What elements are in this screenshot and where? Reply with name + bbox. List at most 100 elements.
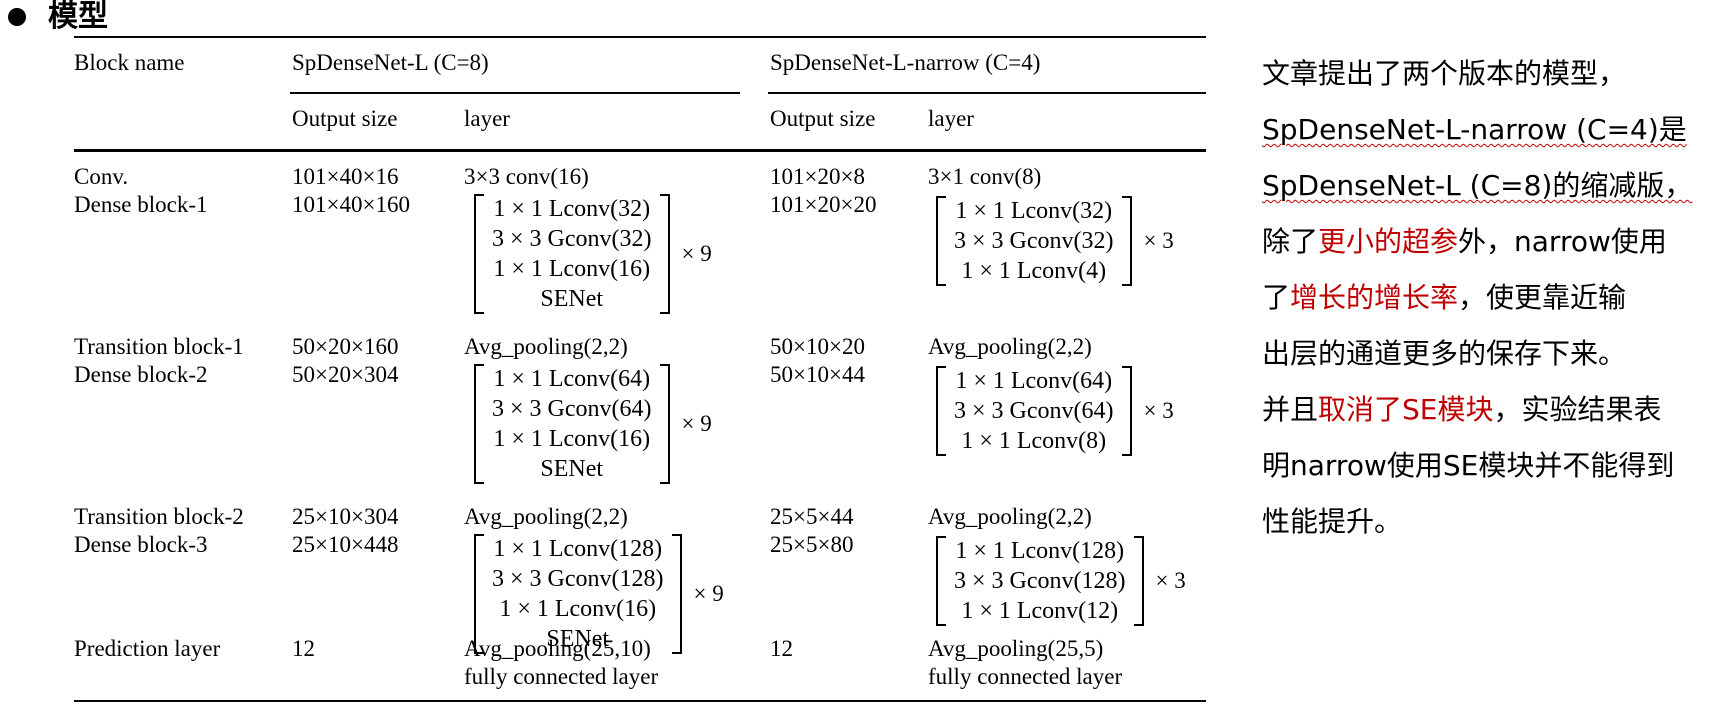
row-dense1-wide-size: 101×40×160 xyxy=(292,192,410,217)
dense3-wide-matrix: 1 × 1 Lconv(128) 3 × 3 Gconv(128) 1 × 1 … xyxy=(474,534,724,654)
row-pred-narrow-layer-2: fully connected layer xyxy=(928,664,1123,689)
description-line: SpDenseNet-L (C=8)的缩减版， xyxy=(1262,158,1712,214)
right-bracket xyxy=(671,534,682,654)
header-output-size-narrow: Output size xyxy=(770,106,876,131)
top-rule xyxy=(74,36,1206,38)
matrix-line: 1 × 1 Lconv(32) xyxy=(955,198,1113,224)
description-text: 文章提出了两个版本的模型， SpDenseNet-L-narrow (C=4)是… xyxy=(1262,46,1712,550)
left-bracket xyxy=(936,536,946,626)
matrix-line: 3 × 3 Gconv(64) xyxy=(954,398,1114,424)
left-bracket xyxy=(474,364,484,484)
row-trans2-wide-size: 25×10×304 xyxy=(292,504,399,529)
group-rule-wide xyxy=(290,92,740,94)
matrix-line: SENet xyxy=(546,626,610,652)
row-trans1-narrow-layer: Avg_pooling(2,2) xyxy=(928,334,1092,359)
row-conv-name: Conv. xyxy=(74,164,129,189)
row-pred-narrow-size: 12 xyxy=(770,636,793,661)
matrix-line: 1 × 1 Lconv(16) xyxy=(499,596,657,622)
matrix-line: 1 × 1 Lconv(12) xyxy=(961,598,1119,624)
row-dense2-wide-size: 50×20×304 xyxy=(292,362,399,387)
right-bracket xyxy=(1121,196,1132,286)
repeat-multiplier: × 9 xyxy=(693,581,724,606)
repeat-multiplier: × 3 xyxy=(1155,568,1186,593)
row-conv-narrow-layer: 3×1 conv(8) xyxy=(928,164,1042,189)
matrix-line: 1 × 1 Lconv(128) xyxy=(955,538,1125,564)
row-pred-narrow-layer-1: Avg_pooling(25,5) xyxy=(928,636,1104,661)
description-line: 出层的通道更多的保存下来。 xyxy=(1262,337,1627,370)
row-pred-wide-layer-1: Avg_pooling(25,10) xyxy=(464,636,651,661)
matrix-line: SENet xyxy=(540,456,604,482)
row-dense2-narrow-size: 50×10×44 xyxy=(770,362,865,387)
description-line: 明narrow使用SE模块并不能得到 xyxy=(1262,449,1675,482)
row-dense3-name: Dense block-3 xyxy=(74,532,208,557)
row-dense2-name: Dense block-2 xyxy=(74,362,208,387)
header-group-wide: SpDenseNet-L (C=8) xyxy=(292,50,489,75)
spellcheck-underline: SpDenseNet-L (C=8)的缩减版， xyxy=(1262,169,1693,202)
matrix-line: 1 × 1 Lconv(8) xyxy=(961,428,1107,454)
matrix-line: 1 × 1 Lconv(16) xyxy=(493,426,651,452)
right-bracket xyxy=(1133,536,1144,626)
description-line: 文章提出了两个版本的模型， xyxy=(1262,57,1627,90)
header-block-name: Block name xyxy=(74,50,185,75)
matrix-line: 1 × 1 Lconv(128) xyxy=(493,536,663,562)
header-rule xyxy=(74,149,1206,152)
row-dense3-narrow-size: 25×5×80 xyxy=(770,532,854,557)
row-dense3-wide-size: 25×10×448 xyxy=(292,532,399,557)
repeat-multiplier: × 9 xyxy=(681,241,712,266)
left-bracket xyxy=(936,196,946,286)
row-trans2-name: Transition block-2 xyxy=(74,504,244,529)
header-layer-narrow: layer xyxy=(928,106,974,131)
row-trans2-narrow-size: 25×5×44 xyxy=(770,504,854,529)
heading-text: 模型 xyxy=(48,0,108,34)
repeat-multiplier: × 9 xyxy=(681,411,712,436)
row-dense1-name: Dense block-1 xyxy=(74,192,208,217)
matrix-line: 1 × 1 Lconv(16) xyxy=(493,256,651,282)
dense2-wide-matrix: 1 × 1 Lconv(64) 3 × 3 Gconv(64) 1 × 1 Lc… xyxy=(474,364,712,484)
description-line: 性能提升。 xyxy=(1262,505,1403,538)
row-pred-name: Prediction layer xyxy=(74,636,221,661)
row-conv-wide-layer: 3×3 conv(16) xyxy=(464,164,589,189)
matrix-line: 3 × 3 Gconv(32) xyxy=(492,226,652,252)
row-pred-wide-size: 12 xyxy=(292,636,315,661)
row-trans2-narrow-layer: Avg_pooling(2,2) xyxy=(928,504,1092,529)
highlight-text: 更小的超参 xyxy=(1318,225,1459,258)
matrix-line: 1 × 1 Lconv(64) xyxy=(493,366,651,392)
left-bracket xyxy=(936,366,946,456)
matrix-line: 3 × 3 Gconv(128) xyxy=(954,568,1126,594)
bullet-icon xyxy=(8,8,26,26)
section-heading: 模型 xyxy=(8,0,108,34)
left-bracket xyxy=(474,534,484,654)
right-bracket xyxy=(659,194,670,314)
description-line: 了增长的增长率，使更靠近输 xyxy=(1262,281,1627,314)
description-line: 除了更小的超参外，narrow使用 xyxy=(1262,225,1667,258)
matrix-line: SENet xyxy=(540,286,604,312)
row-pred-wide-layer-2: fully connected layer xyxy=(464,664,659,689)
header-group-narrow: SpDenseNet-L-narrow (C=4) xyxy=(770,50,1041,75)
highlight-text: 取消了SE模块 xyxy=(1318,393,1494,426)
description-line: 并且取消了SE模块，实验结果表 xyxy=(1262,393,1662,426)
repeat-multiplier: × 3 xyxy=(1143,398,1174,423)
left-bracket xyxy=(474,194,484,314)
dense1-wide-matrix: 1 × 1 Lconv(32) 3 × 3 Gconv(32) 1 × 1 Lc… xyxy=(474,194,712,314)
bottom-rule xyxy=(74,700,1206,702)
row-dense1-narrow-size: 101×20×20 xyxy=(770,192,877,217)
matrix-line: 3 × 3 Gconv(128) xyxy=(492,566,664,592)
matrix-line: 1 × 1 Lconv(64) xyxy=(955,368,1113,394)
dense2-narrow-matrix: 1 × 1 Lconv(64) 3 × 3 Gconv(64) 1 × 1 Lc… xyxy=(936,366,1174,456)
group-rule-narrow xyxy=(768,92,1206,94)
row-trans1-wide-layer: Avg_pooling(2,2) xyxy=(464,334,628,359)
spellcheck-underline: SpDenseNet-L-narrow (C=4)是 xyxy=(1262,113,1687,146)
matrix-line: 3 × 3 Gconv(32) xyxy=(954,228,1114,254)
repeat-multiplier: × 3 xyxy=(1143,228,1174,253)
row-conv-wide-size: 101×40×16 xyxy=(292,164,399,189)
description-line: SpDenseNet-L-narrow (C=4)是 xyxy=(1262,102,1712,158)
row-trans1-narrow-size: 50×10×20 xyxy=(770,334,865,359)
model-table: Block name SpDenseNet-L (C=8) SpDenseNet… xyxy=(74,36,1206,704)
right-bracket xyxy=(659,364,670,484)
row-trans1-wide-size: 50×20×160 xyxy=(292,334,399,359)
header-output-size-wide: Output size xyxy=(292,106,398,131)
row-conv-narrow-size: 101×20×8 xyxy=(770,164,865,189)
dense1-narrow-matrix: 1 × 1 Lconv(32) 3 × 3 Gconv(32) 1 × 1 Lc… xyxy=(936,196,1174,286)
matrix-line: 3 × 3 Gconv(64) xyxy=(492,396,652,422)
header-layer-wide: layer xyxy=(464,106,510,131)
